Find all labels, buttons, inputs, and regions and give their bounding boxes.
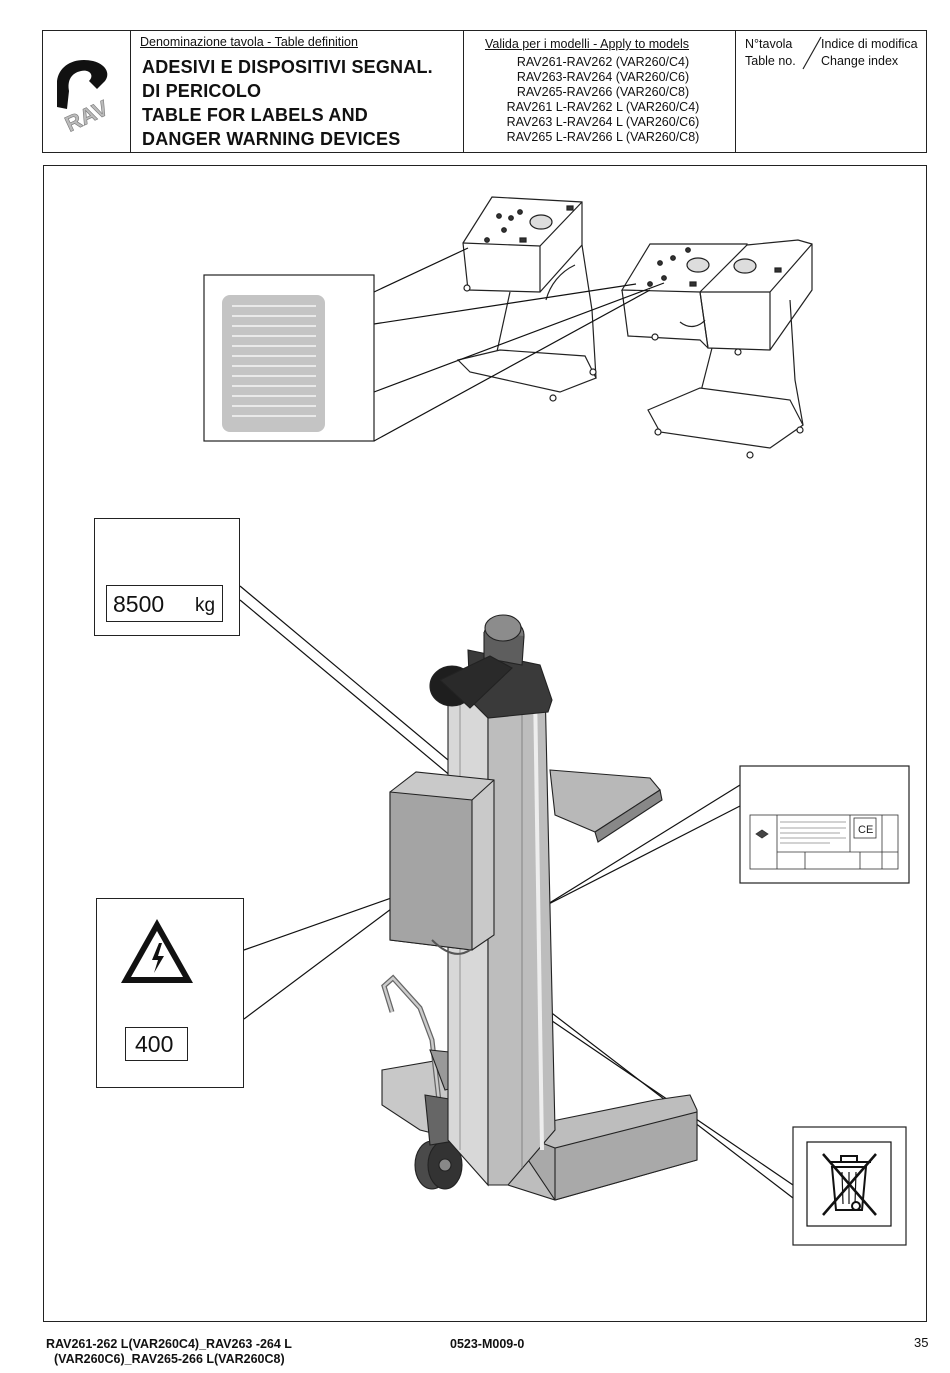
title-line: DANGER WARNING DEVICES bbox=[142, 129, 401, 149]
capacity-plate: 8500 kg bbox=[106, 585, 223, 622]
change-index-it: Indice di modifica bbox=[821, 37, 918, 51]
models-caption: Valida per i modelli - Apply to models bbox=[485, 37, 690, 51]
electrical-hazard-icon bbox=[121, 919, 193, 983]
voltage-plate: 400 bbox=[125, 1027, 188, 1061]
table-no-label: N°tavola Table no. bbox=[745, 36, 796, 70]
title-line: DI PERICOLO bbox=[142, 81, 262, 101]
title-line: ADESIVI E DISPOSITIVI SEGNAL. bbox=[142, 57, 433, 77]
capacity-unit: kg bbox=[195, 595, 216, 616]
control-console-right bbox=[620, 239, 813, 459]
model-entry: RAV261-RAV262 (VAR260/C4) bbox=[516, 55, 690, 69]
column-lift bbox=[381, 614, 698, 1201]
title-line: TABLE FOR LABELS AND bbox=[142, 105, 368, 125]
change-index-label: Indice di modifica Change index bbox=[821, 36, 918, 70]
models-list: RAV261-RAV262 (VAR260/C4) RAV263-RAV264 … bbox=[473, 55, 733, 145]
title-block: RAV Denominazione tavola - Table definit… bbox=[42, 30, 927, 153]
table-no-en: Table no. bbox=[745, 54, 796, 68]
change-index-en: Change index bbox=[821, 54, 899, 68]
voltage-value: 400 bbox=[135, 1031, 174, 1057]
capacity-label-box: 8500 kg bbox=[94, 518, 240, 636]
definition-caption: Denominazione tavola - Table definition bbox=[140, 35, 358, 49]
document-code: 0523-M009-0 bbox=[450, 1337, 525, 1351]
capacity-value: 8500 bbox=[113, 591, 165, 617]
table-no-it: N°tavola bbox=[745, 37, 793, 51]
footer-models-line1: RAV261-262 L(VAR260C4)_RAV263 -264 L bbox=[46, 1337, 292, 1351]
model-entry: RAV263 L-RAV264 L (VAR260/C6) bbox=[506, 115, 700, 129]
drawing-frame bbox=[43, 165, 927, 1322]
instruction-label-plate bbox=[222, 295, 325, 432]
rav-logo: RAV bbox=[57, 59, 113, 133]
id-plate-drawing bbox=[749, 814, 899, 870]
ce-mark: CE bbox=[858, 824, 873, 836]
page-title: ADESIVI E DISPOSITIVI SEGNAL. DI PERICOL… bbox=[142, 55, 433, 151]
model-entry: RAV265-RAV266 (VAR260/C8) bbox=[516, 85, 690, 99]
model-entry: RAV263-RAV264 (VAR260/C6) bbox=[516, 70, 690, 84]
footer-models-line2: (VAR260C6)_RAV265-266 L(VAR260C8) bbox=[54, 1352, 285, 1366]
control-console-left bbox=[456, 196, 597, 402]
page-number: 35 bbox=[914, 1335, 929, 1350]
id-plate-box bbox=[739, 765, 910, 884]
weee-bin-icon bbox=[806, 1141, 892, 1227]
model-entry: RAV261 L-RAV262 L (VAR260/C4) bbox=[506, 100, 700, 114]
instruction-label-lines bbox=[232, 305, 316, 417]
voltage-label-box: 400 bbox=[96, 898, 244, 1088]
model-entry: RAV265 L-RAV266 L (VAR260/C8) bbox=[506, 130, 700, 144]
diagonal-divider bbox=[802, 36, 822, 70]
